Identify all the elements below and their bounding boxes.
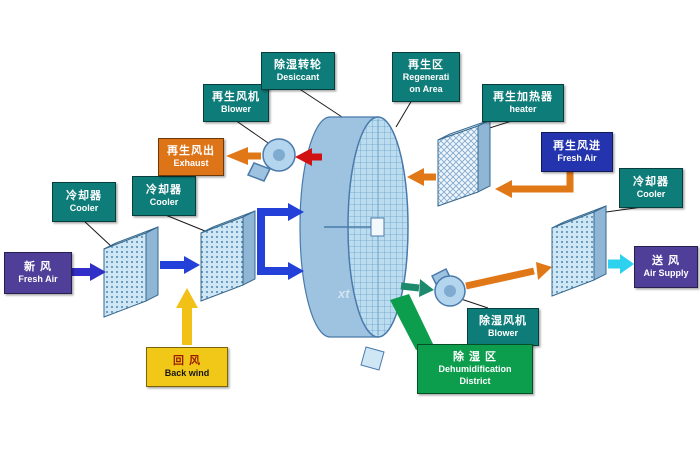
label-cooler-right-zh: 冷却器 — [633, 176, 669, 188]
label-cooler-left-2-zh: 冷却器 — [146, 184, 182, 196]
cooler-box-left-2 — [200, 210, 256, 302]
arrow-back-wind-up — [176, 288, 198, 345]
label-back-wind-en: Back wind — [164, 368, 210, 379]
label-regeneration-fresh-air: 再生风进 Fresh Air — [541, 132, 613, 172]
arrow-fresh-air-to-cooler1 — [68, 263, 106, 281]
label-cooler-left-1: 冷却器 Cooler — [52, 182, 116, 222]
label-dehumidification-district-en2: District — [459, 376, 491, 387]
arrow-blower-to-exhaust — [226, 147, 261, 165]
label-regeneration-heater-zh: 再生加热器 — [493, 91, 553, 103]
label-regeneration-fresh-air-en: Fresh Air — [557, 153, 597, 164]
arrow-heater-to-wheel — [407, 168, 436, 186]
arrow-cooler1-to-cooler2 — [160, 256, 200, 274]
label-desiccant-wheel-zh: 除湿转轮 — [274, 59, 322, 71]
label-desiccant-wheel-en: Desiccant — [276, 72, 320, 83]
label-fresh-air-in-zh: 新 风 — [23, 261, 53, 273]
watermark-text: xt — [338, 286, 350, 301]
label-back-wind: 回 风 Back wind — [146, 347, 228, 387]
label-regeneration-blower: 再生风机 Blower — [203, 84, 269, 122]
dehumidification-blower-icon — [430, 267, 466, 307]
label-regeneration-area-zh: 再生区 — [408, 59, 444, 72]
cooler-box-right — [551, 205, 607, 297]
label-cooler-left-1-en: Cooler — [69, 203, 99, 214]
label-dehumidification-district-en1: Dehumidification — [438, 364, 512, 375]
label-dehumidification-district-zh: 除 湿 区 — [452, 351, 498, 364]
arrow-cooler-right-to-air-supply — [608, 254, 634, 274]
label-cooler-right: 冷却器 Cooler — [619, 168, 683, 208]
label-dehumidification-blower-en: Blower — [487, 328, 518, 339]
arrow-wheel-to-regen-blower — [295, 148, 322, 166]
desiccant-wheel — [299, 116, 409, 338]
label-dehumidification-district: 除 湿 区 Dehumidification District — [417, 344, 533, 394]
arrow-cooler2-to-wheel-lower — [257, 262, 304, 280]
label-cooler-left-2: 冷却器 Cooler — [132, 176, 196, 216]
label-fresh-air-in: 新 风 Fresh Air — [4, 252, 72, 294]
label-regeneration-blower-zh: 再生风机 — [212, 91, 260, 103]
label-regeneration-fresh-air-zh: 再生风进 — [553, 140, 601, 152]
label-regeneration-area-en1: Regenerati — [402, 72, 450, 83]
label-air-supply-zh: 送 风 — [651, 255, 681, 267]
label-cooler-left-1-zh: 冷却器 — [66, 190, 102, 202]
label-regeneration-heater-en: heater — [509, 104, 537, 115]
label-air-supply: 送 风 Air Supply — [634, 246, 698, 288]
label-dehumidification-blower: 除湿风机 Blower — [467, 308, 539, 346]
arrow-regen-fresh-air-to-heater — [495, 170, 574, 198]
label-regeneration-heater: 再生加热器 heater — [482, 84, 564, 122]
label-back-wind-zh: 回 风 — [172, 355, 202, 367]
dehumidification-zone-pointer — [390, 294, 434, 350]
label-cooler-left-2-en: Cooler — [149, 197, 179, 208]
label-exhaust-zh: 再生风出 — [167, 145, 215, 157]
arrow-wheel-to-dehumid-blower — [400, 279, 434, 297]
label-exhaust-en: Exhaust — [173, 158, 209, 169]
label-exhaust: 再生风出 Exhaust — [158, 138, 224, 176]
label-cooler-right-en: Cooler — [636, 189, 666, 200]
label-regeneration-area: 再生区 Regenerati on Area — [392, 52, 460, 102]
label-desiccant-wheel: 除湿转轮 Desiccant — [261, 52, 335, 90]
label-fresh-air-in-en: Fresh Air — [18, 274, 58, 285]
cooler-box-left-1 — [103, 226, 159, 318]
regeneration-heater-box — [437, 119, 491, 207]
label-regeneration-blower-en: Blower — [220, 104, 251, 115]
label-air-supply-en: Air Supply — [643, 268, 689, 279]
desiccant-sheet-piece — [360, 346, 385, 371]
arrow-cooler2-to-wheel-upper — [257, 203, 304, 270]
arrow-blower-to-cooler-right — [465, 262, 552, 290]
regeneration-blower-icon — [246, 138, 296, 182]
label-dehumidification-blower-zh: 除湿风机 — [479, 315, 527, 327]
label-regeneration-area-en2: on Area — [409, 84, 443, 95]
